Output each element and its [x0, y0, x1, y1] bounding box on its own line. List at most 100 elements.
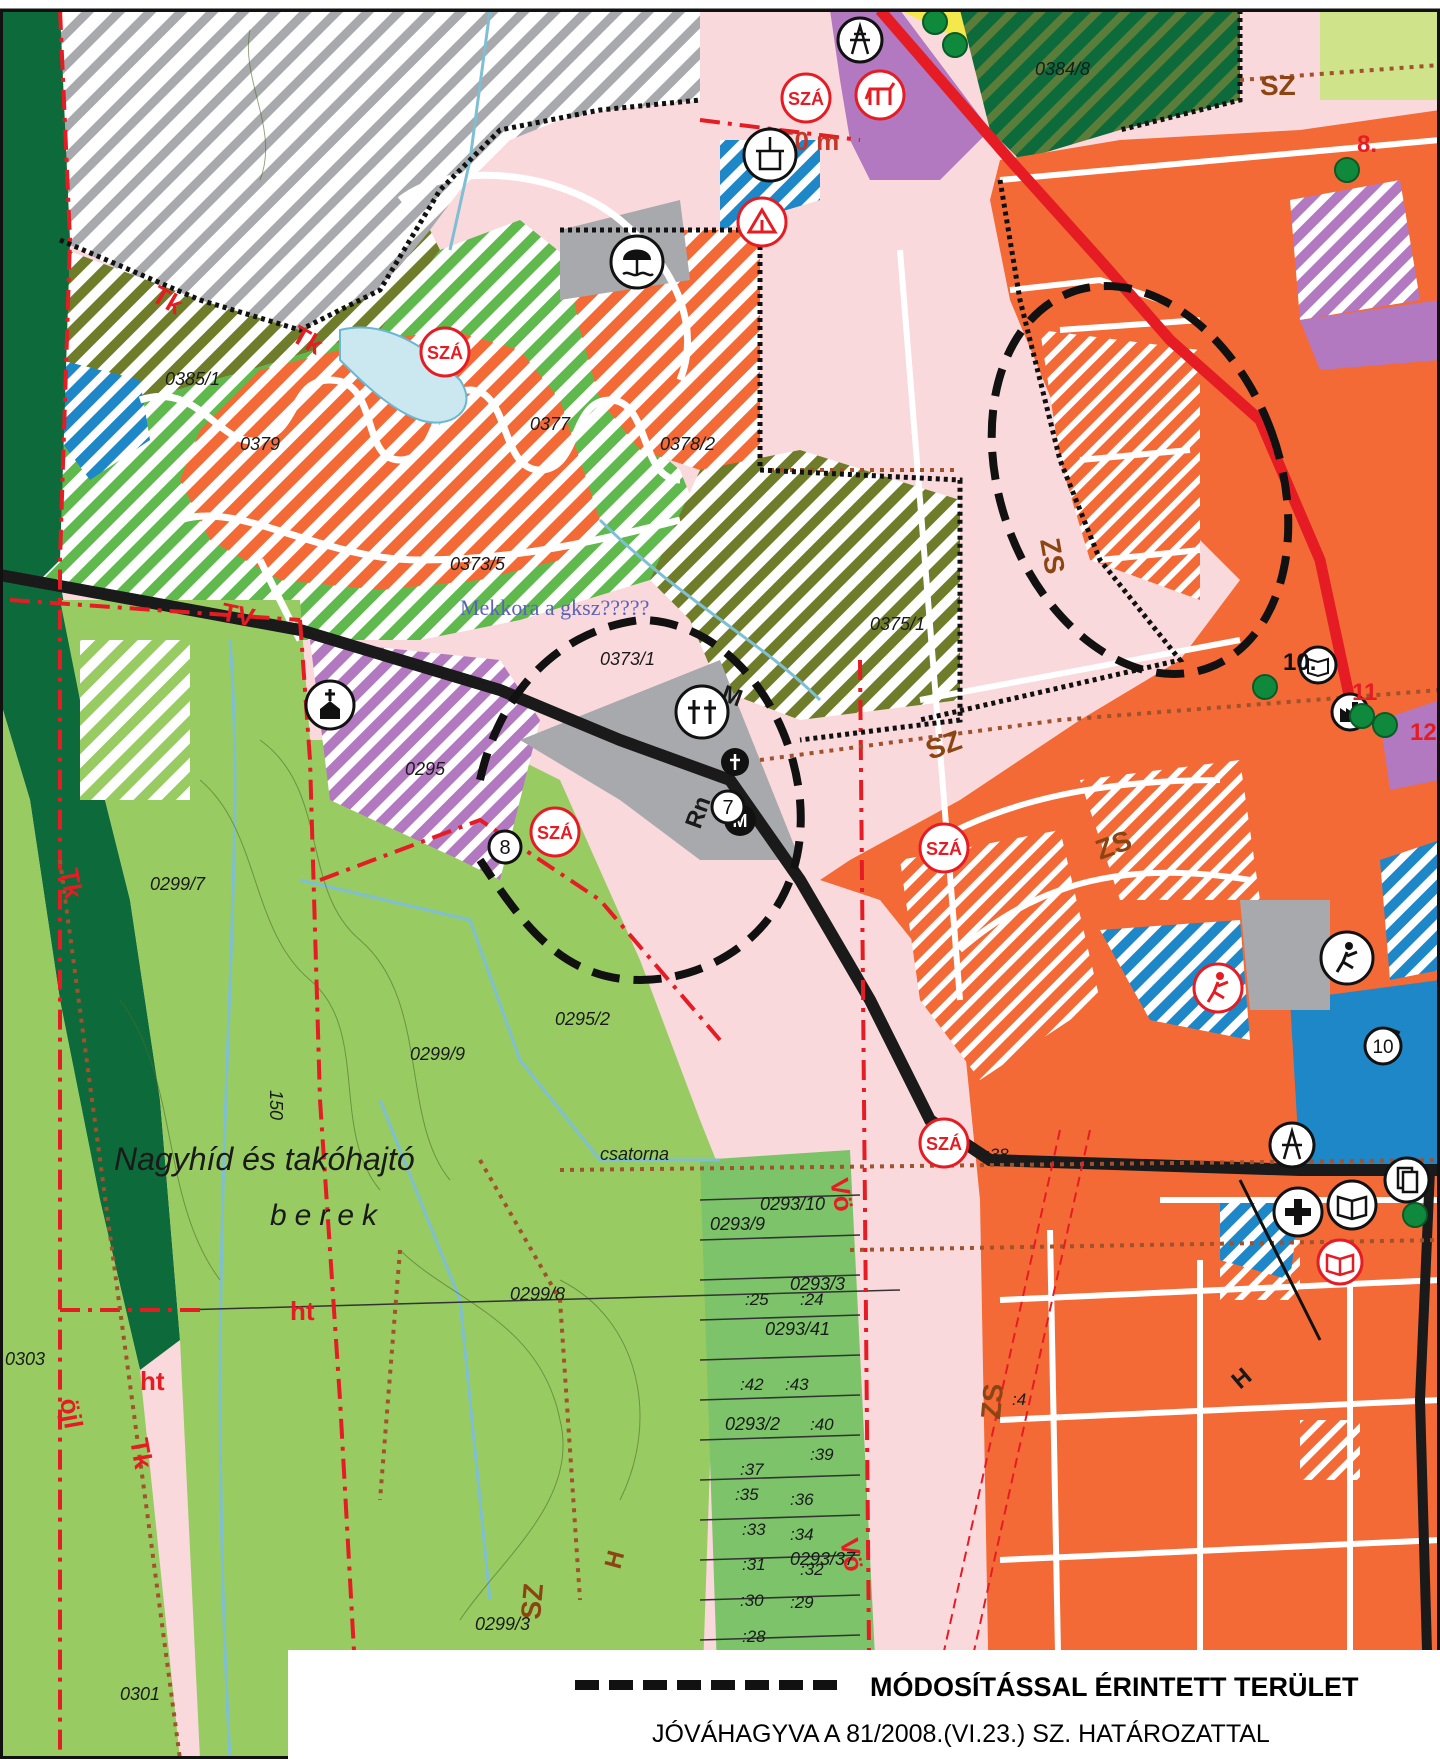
- sza-badge-text: SZÁ: [926, 838, 962, 859]
- well-icon[interactable]: [742, 127, 798, 183]
- zone-blue-hatched: [60, 360, 150, 480]
- sza-badge[interactable]: SZÁ: [529, 806, 581, 858]
- sz-label-1: SZ: [1260, 70, 1296, 101]
- parcel-0299-7: 0299/7: [150, 874, 206, 894]
- parcel-0293-10: 0293/10: [760, 1194, 825, 1214]
- legend-dash: [609, 1680, 633, 1690]
- annotation-text: Mekkora a gksz?????: [460, 595, 649, 620]
- zone-sport-grey: [1240, 900, 1330, 1010]
- parcel-0293-2: 0293/2: [725, 1414, 780, 1434]
- legend-dash: [643, 1680, 667, 1690]
- sport-icon[interactable]: [1319, 930, 1375, 986]
- zone-blue-hatched-4: [1380, 840, 1440, 980]
- small-parcel-label: :42: [740, 1375, 764, 1394]
- marker-7[interactable]: 7: [710, 789, 746, 825]
- h-label-1: H: [600, 1548, 631, 1572]
- chapel-icon[interactable]: [304, 679, 356, 731]
- legend-dash: [745, 1680, 769, 1690]
- parcel-0303: 0303: [5, 1349, 45, 1369]
- library-icon-2[interactable]: [1298, 645, 1338, 685]
- sza-badge[interactable]: SZÁ: [918, 822, 970, 874]
- grave-icon[interactable]: [721, 748, 749, 776]
- area-name-line1: Nagyhíd és takóhajtó: [114, 1141, 415, 1177]
- tv-label-1: TV: [219, 597, 258, 633]
- area-numbers: 8. 10. 11 12.: [1283, 131, 1440, 746]
- parcel-0299-3: 0299/3: [475, 1614, 530, 1634]
- zone-small-parcels: [700, 1150, 880, 1759]
- library-icon[interactable]: [1326, 1179, 1378, 1231]
- zone-agricultural: [60, 600, 720, 1759]
- small-parcel-label: :39: [810, 1445, 834, 1464]
- marker-10[interactable]: 10: [1363, 1026, 1403, 1066]
- zone-purple-hatched-2: [1290, 180, 1420, 320]
- modified-area-outline: [476, 282, 1293, 985]
- parcel-0373: 0373/5: [450, 554, 506, 574]
- parcel-0375-1: 0375/1: [870, 614, 925, 634]
- legend-box: MÓDOSÍTÁSSAL ÉRINTETT TERÜLET JÓVÁHAGYVA…: [288, 1650, 1440, 1759]
- zone-residential-hatched: [1040, 330, 1200, 600]
- small-parcel-label: :33: [742, 1520, 766, 1539]
- sz-label-3: SZ: [515, 1582, 549, 1620]
- parcel-0293-3: 0293/3: [790, 1274, 845, 1294]
- library-planned-icon[interactable]: [1316, 1238, 1364, 1286]
- legend-dash: [779, 1680, 803, 1690]
- parcel-numbers: 0299/7 0299/9 0299/3 0299/8 0295/2 0295 …: [5, 59, 1090, 1704]
- parcel-0293-37: 0293/37: [790, 1549, 856, 1569]
- legend-title: MÓDOSÍTÁSSAL ÉRINTETT TERÜLET: [870, 1671, 1359, 1702]
- small-parcel-label: :38: [985, 1145, 1009, 1164]
- small-parcel-label: :36: [790, 1490, 814, 1509]
- parcel-0293-41: 0293/41: [765, 1319, 830, 1339]
- small-parcel-label: :4: [1012, 1390, 1026, 1409]
- small-parcel-label: :37: [740, 1460, 764, 1479]
- tower-icon-2[interactable]: [1268, 1121, 1316, 1169]
- parcel-0299-8: 0299/8: [510, 1284, 565, 1304]
- zone-residential-hatched-5: [1300, 1420, 1360, 1480]
- area-name-line2: berek: [270, 1199, 385, 1232]
- sza-badge[interactable]: SZÁ: [918, 1117, 970, 1169]
- marker-8-text: 8: [499, 837, 510, 859]
- marker-10-text: 10: [1372, 1037, 1393, 1058]
- medical-icon[interactable]: [1272, 1186, 1324, 1238]
- top-margin: [0, 0, 1440, 10]
- ojl-label: öjl: [54, 1396, 89, 1431]
- parcel-150: 150: [266, 1090, 286, 1120]
- sza-badge-text: SZÁ: [427, 342, 463, 363]
- sza-badge[interactable]: SZÁ: [419, 326, 471, 378]
- legend-dash: [813, 1680, 837, 1690]
- sport-planned-icon[interactable]: [1192, 962, 1244, 1014]
- parcel-0295: 0295: [405, 759, 446, 779]
- small-parcel-label: :43: [785, 1375, 809, 1394]
- parcel-0293-9: 0293/9: [710, 1214, 765, 1234]
- small-parcel-label: :40: [810, 1415, 834, 1434]
- parcel-0384: 0384/8: [1035, 59, 1090, 79]
- zone-purple-2: [1300, 300, 1440, 370]
- small-parcel-label: :28: [742, 1627, 766, 1646]
- small-parcel-label: :25: [745, 1290, 769, 1309]
- tower-icon[interactable]: [836, 16, 884, 64]
- small-parcel-label: :29: [790, 1593, 814, 1612]
- vo-label-2: Vö: [834, 1536, 869, 1574]
- area-number-8: 8.: [1357, 131, 1377, 158]
- zone-forest-strip: [0, 580, 180, 1370]
- sza-badges: SZÁ SZÁ SZÁ SZÁ SZÁ: [419, 72, 970, 1169]
- marker-8[interactable]: 8: [487, 829, 523, 865]
- legend-dash-sample: [575, 1680, 837, 1690]
- zone-forest-left: [0, 10, 70, 580]
- parcel-0385: 0385/1: [165, 369, 220, 389]
- cemetery-icon[interactable]: [674, 684, 730, 740]
- sza-badge[interactable]: SZÁ: [780, 72, 832, 124]
- beach-icon[interactable]: [609, 234, 665, 290]
- camping-icon[interactable]: [736, 196, 788, 248]
- parcel-0377: 0377: [530, 414, 571, 434]
- office-icon[interactable]: [1383, 1156, 1431, 1204]
- parcel-0299-9: 0299/9: [410, 1044, 465, 1064]
- legend-dash: [677, 1680, 701, 1690]
- zone-residential-hatched-3: [1080, 760, 1260, 900]
- small-parcel-label: :30: [740, 1591, 764, 1610]
- horse-icon[interactable]: [854, 69, 906, 121]
- parcel-0378-2: 0378/2: [660, 434, 715, 454]
- legend-subtitle: JÓVÁHAGYVA A 81/2008.(VI.23.) SZ. HATÁRO…: [652, 1719, 1270, 1748]
- water-label: csatorna: [600, 1144, 669, 1164]
